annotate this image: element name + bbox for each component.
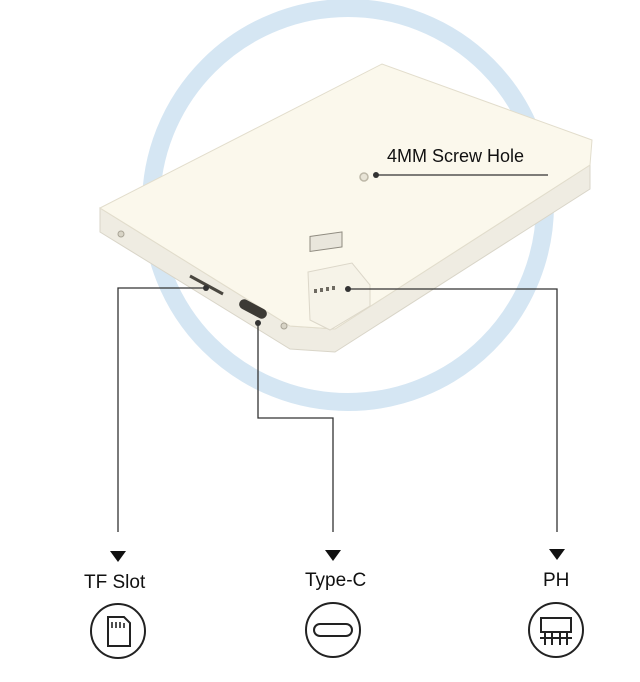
type-c-arrow bbox=[325, 550, 341, 561]
usb-c-icon bbox=[305, 602, 361, 658]
screw-hole-label: 4MM Screw Hole bbox=[387, 146, 525, 166]
connector-boss bbox=[307, 262, 371, 331]
tf-card-icon bbox=[90, 603, 146, 659]
tf-slot-leader bbox=[110, 285, 209, 562]
tf-slot bbox=[189, 274, 224, 296]
tf-slot-label: TF Slot bbox=[84, 572, 146, 593]
ph-connector bbox=[309, 231, 343, 253]
tf-slot-arrow bbox=[110, 551, 126, 562]
corner-hole-left bbox=[117, 230, 125, 238]
type-c-label: Type-C bbox=[305, 570, 367, 591]
corner-hole-bottom bbox=[280, 322, 288, 330]
type-c-leader bbox=[255, 320, 341, 561]
ph-arrow bbox=[549, 549, 565, 560]
screw-hole bbox=[359, 172, 369, 182]
device-top-face bbox=[98, 63, 593, 330]
ph-label: PH bbox=[543, 570, 570, 591]
device bbox=[98, 63, 593, 353]
ph-connector-icon bbox=[528, 602, 584, 658]
screw-hole-callout bbox=[373, 172, 548, 178]
type-c-port bbox=[239, 299, 267, 319]
ph-leader bbox=[345, 286, 565, 560]
ph-connector-pins bbox=[314, 286, 335, 293]
